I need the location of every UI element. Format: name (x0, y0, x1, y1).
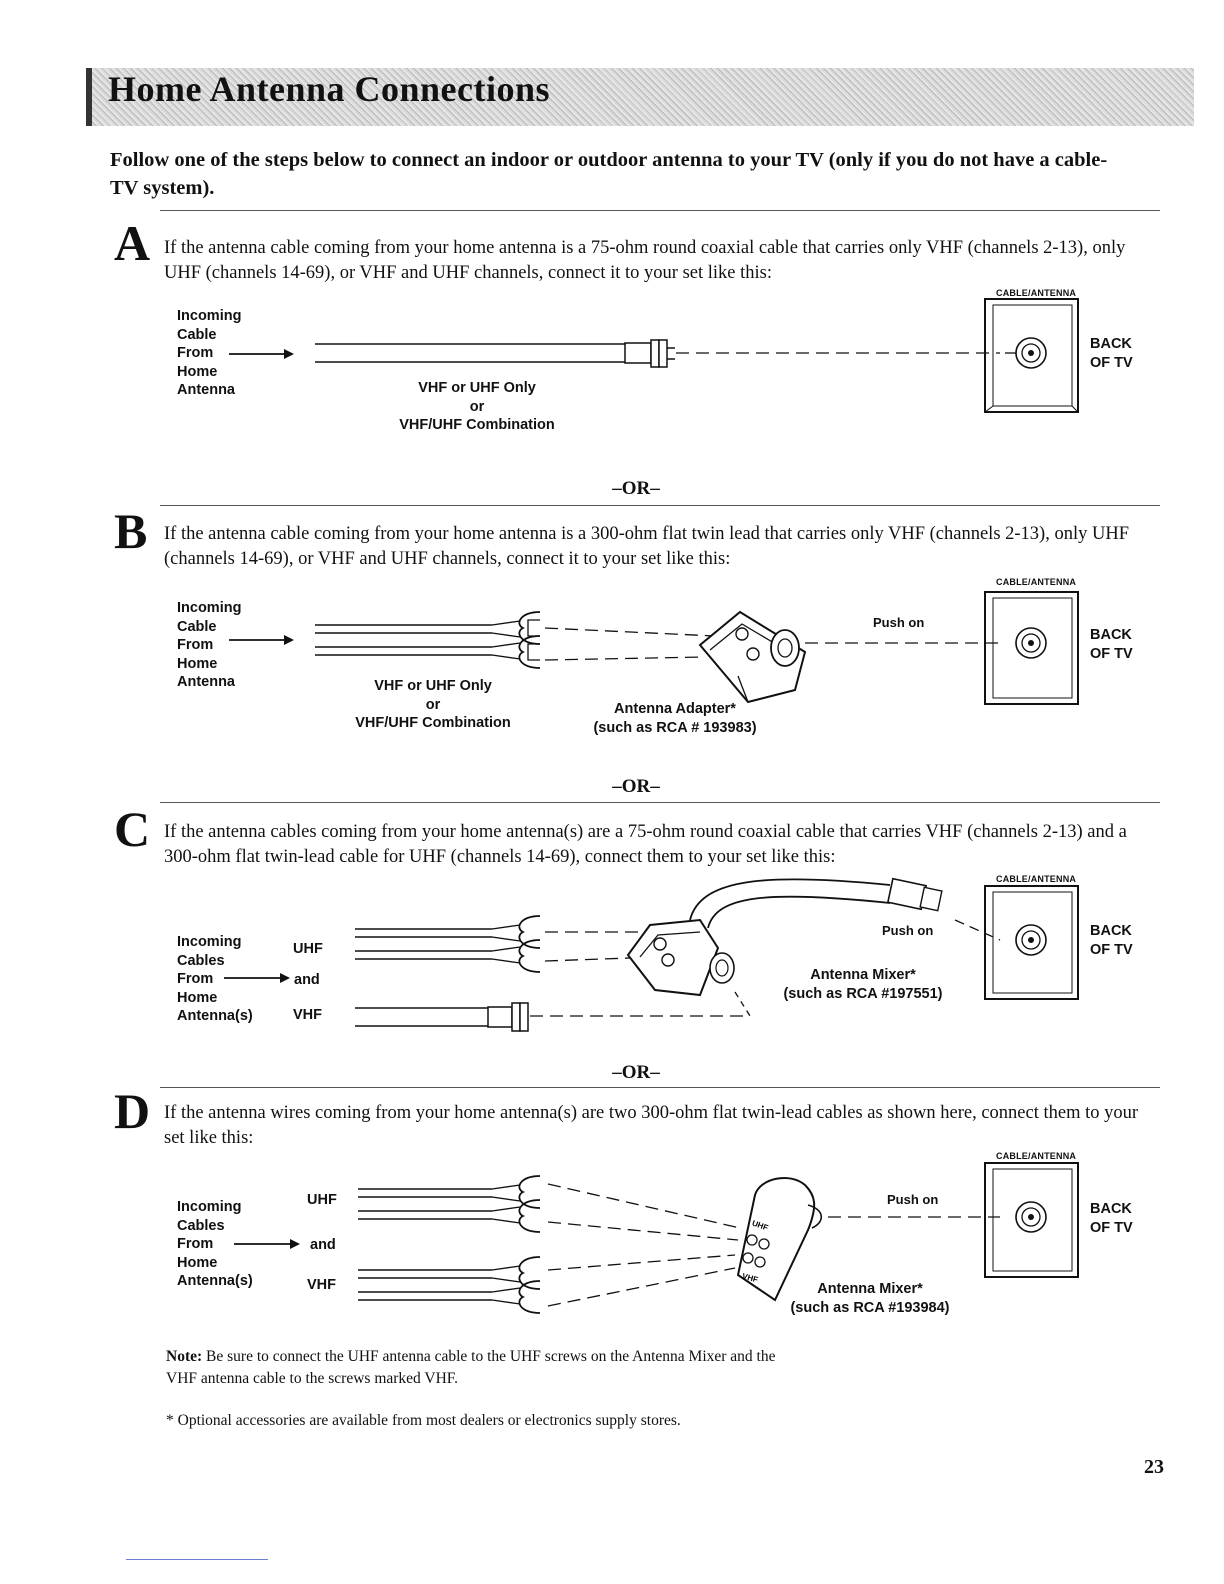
or-separator: –OR– (612, 776, 660, 797)
step-b-text: If the antenna cable coming from your ho… (164, 524, 1129, 569)
note: Note: Be sure to connect the UHF antenna… (166, 1346, 786, 1390)
mixer-vhf-text: VHF (741, 1272, 759, 1285)
step-c-vhf-label: VHF (293, 1007, 322, 1023)
step-c-push-on: Push on (882, 923, 934, 938)
spade-lug-icon (518, 1175, 541, 1233)
page-number: 23 (1144, 1456, 1164, 1478)
antenna-jack-icon (1005, 337, 1047, 369)
tv-back-panel (984, 885, 1079, 1000)
step-c-letter: C (114, 801, 151, 857)
step-b-push-on: Push on (873, 615, 925, 630)
step-c-back-of-tv: BACK OF TV (1090, 923, 1133, 958)
coax-cable (355, 1002, 529, 1032)
antenna-jack-icon (1015, 627, 1047, 659)
step-a-cable-antenna-label: CABLE/ANTENNA (996, 288, 1077, 298)
divider (160, 802, 1160, 803)
tv-back-panel (984, 298, 1079, 413)
twin-lead-cable-vhf (358, 1265, 521, 1305)
step-b-adapter-label: Antenna Adapter* (such as RCA # 193983) (593, 701, 757, 736)
page-title: Home Antenna Connections (108, 69, 551, 109)
tv-back-panel (984, 1162, 1079, 1278)
step-b-letter: B (114, 503, 148, 559)
footnote: * Optional accessories are available fro… (166, 1412, 681, 1429)
antenna-mixer-icon (736, 1177, 823, 1302)
step-c-and-label: and (294, 972, 320, 988)
divider (160, 210, 1160, 211)
antenna-adapter-icon (698, 610, 807, 704)
intro-text: Follow one of the steps below to connect… (110, 149, 1108, 199)
step-a-incoming-label: Incoming Cable From Home Antenna (177, 308, 242, 398)
divider (160, 1087, 1160, 1088)
tv-back-panel (984, 591, 1079, 705)
step-d-text: If the antenna wires coming from your ho… (164, 1103, 1139, 1148)
or-separator: –OR– (612, 478, 660, 499)
step-a-text: If the antenna cable coming from your ho… (164, 238, 1126, 283)
step-d-and-label: and (310, 1237, 336, 1253)
divider (160, 505, 1160, 506)
step-d-mixer-label: Antenna Mixer* (such as RCA #193984) (790, 1281, 950, 1316)
step-d-letter: D (114, 1083, 151, 1139)
step-d-back-of-tv: BACK OF TV (1090, 1201, 1133, 1236)
step-c-cable-antenna-label: CABLE/ANTENNA (996, 874, 1077, 884)
step-b-cable-label: VHF or UHF Only or VHF/UHF Combination (355, 678, 511, 731)
step-d-uhf-label: UHF (307, 1192, 337, 1208)
arrow-icon (229, 635, 294, 645)
arrow-icon (224, 973, 290, 983)
antenna-jack-icon (1015, 924, 1047, 956)
spade-lug-icon (518, 611, 541, 669)
twin-lead-cable-uhf (358, 1184, 521, 1224)
step-d-incoming-label: Incoming Cables From Home Antenna(s) (177, 1199, 253, 1289)
step-d-push-on: Push on (887, 1192, 939, 1207)
arrow-icon (234, 1239, 300, 1249)
note-label: Note: (166, 1348, 203, 1365)
step-b-cable-antenna-label: CABLE/ANTENNA (996, 577, 1077, 587)
spade-lug-icon (518, 915, 541, 973)
step-d-vhf-label: VHF (307, 1277, 336, 1293)
step-c-text: If the antenna cables coming from your h… (164, 822, 1127, 867)
step-d-cable-antenna-label: CABLE/ANTENNA (996, 1151, 1077, 1161)
link-underline (126, 1559, 268, 1560)
step-a-cable-label: VHF or UHF Only or VHF/UHF Combination (399, 380, 555, 433)
or-separator: –OR– (612, 1062, 660, 1083)
coax-cable (315, 339, 675, 368)
step-c-mixer-label: Antenna Mixer* (such as RCA #197551) (783, 967, 943, 1002)
antenna-jack-icon (1015, 1201, 1047, 1233)
step-a-back-of-tv: BACK OF TV (1090, 336, 1133, 371)
title-band (86, 68, 1194, 126)
antenna-mixer-icon (626, 877, 943, 997)
step-b-incoming-label: Incoming Cable From Home Antenna (177, 600, 242, 690)
step-b-back-of-tv: BACK OF TV (1090, 627, 1133, 662)
step-a-letter: A (114, 215, 151, 271)
arrow-icon (229, 349, 294, 359)
step-c-uhf-label: UHF (293, 941, 323, 957)
note-text: Be sure to connect the UHF antenna cable… (166, 1348, 776, 1387)
step-c-incoming-label: Incoming Cables From Home Antenna(s) (177, 934, 253, 1024)
spade-lug-icon (518, 1256, 541, 1314)
twin-lead-cable (315, 620, 521, 660)
twin-lead-cable (355, 924, 521, 964)
